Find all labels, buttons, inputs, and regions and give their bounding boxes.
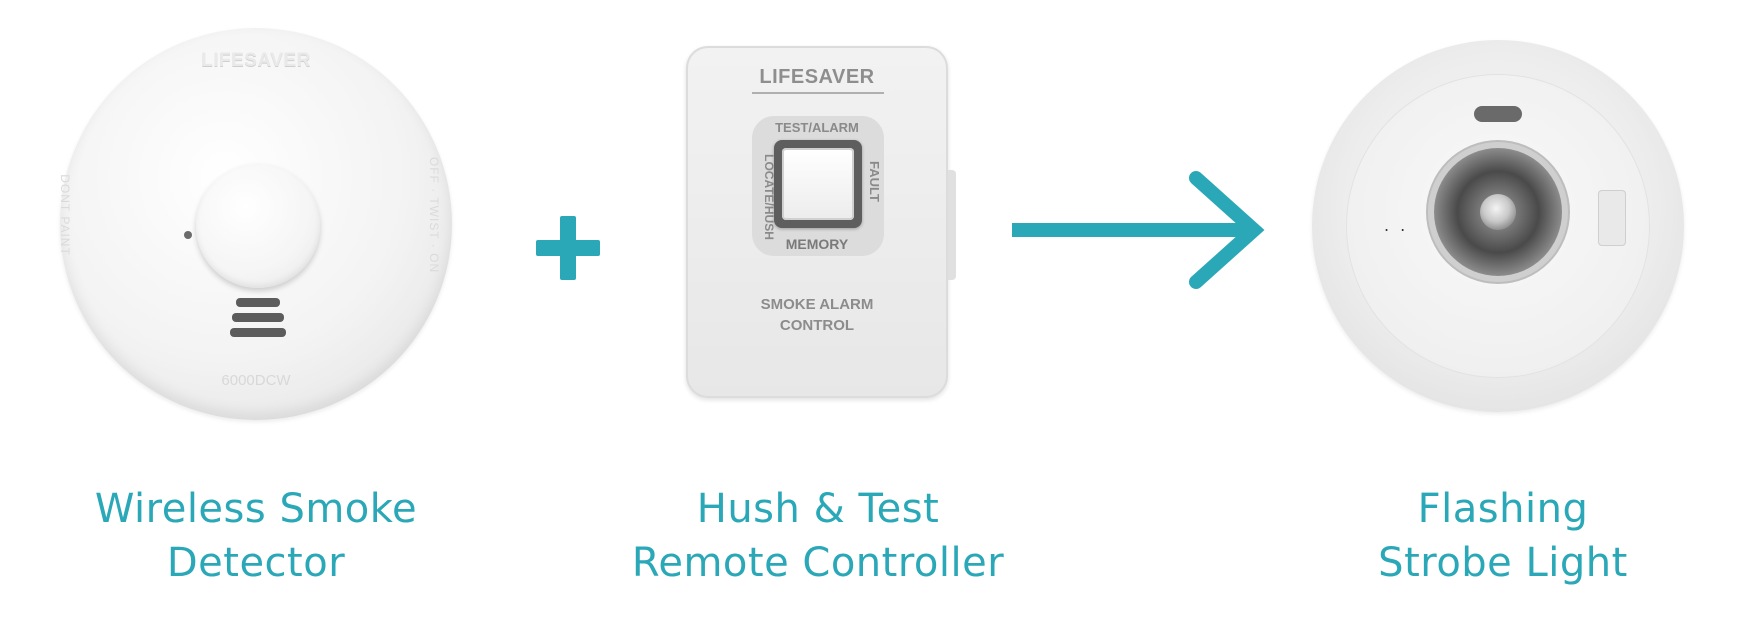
caption-strobe-light: Flashing Strobe Light (1328, 482, 1678, 590)
caption-line: Detector (166, 540, 346, 586)
strobe-indicator: . . (1384, 216, 1409, 235)
detector-model: 6000DCW (221, 372, 291, 389)
detector-test-button (196, 164, 320, 288)
detector-vent (236, 298, 280, 307)
remote-footer-line-2: CONTROL (779, 317, 855, 334)
detector-side-text-right: OFF · TWIST · ON (426, 156, 441, 274)
remote-label-memory: MEMORY (785, 236, 849, 252)
strobe-light-image: . . (1312, 40, 1684, 412)
caption-smoke-detector: Wireless Smoke Detector (56, 482, 456, 590)
detector-led (184, 231, 192, 239)
caption-line: Remote Controller (631, 540, 1005, 586)
detector-vent (230, 328, 286, 337)
plus-icon (536, 216, 600, 280)
caption-line: Wireless Smoke (94, 486, 418, 532)
strobe-lamp (1480, 194, 1516, 230)
arrow-right-icon (1012, 171, 1265, 289)
remote-footer-text: SMOKE ALARM CONTROL (686, 294, 948, 336)
strobe-lens-dome (1434, 148, 1562, 276)
strobe-badge (1474, 106, 1522, 122)
remote-label-fault: FAULT (866, 161, 882, 202)
remote-label-test-alarm: TEST/ALARM (775, 120, 859, 135)
detector-brand: LIFESAVER (201, 50, 311, 71)
remote-footer-line-1: SMOKE ALARM (760, 296, 874, 313)
remote-side-tab (948, 170, 956, 280)
caption-line: Flashing (1417, 486, 1589, 532)
detector-side-text-left: DONT PAINT (57, 174, 72, 256)
remote-brand: LIFESAVER (759, 66, 875, 88)
caption-line: Hush & Test (696, 486, 940, 532)
remote-main-button (774, 140, 862, 228)
remote-brand-underline (752, 92, 884, 94)
remote-controller-image: LIFESAVER TEST/ALARM LOCATE/HUSH FAULT M… (686, 46, 956, 398)
caption-remote-controller: Hush & Test Remote Controller (592, 482, 1044, 590)
detector-vent (232, 313, 284, 322)
strobe-side-tab (1598, 190, 1626, 246)
caption-line: Strobe Light (1378, 540, 1628, 586)
smoke-detector-image: LIFESAVER DONT PAINT OFF · TWIST · ON 60… (57, 28, 452, 420)
